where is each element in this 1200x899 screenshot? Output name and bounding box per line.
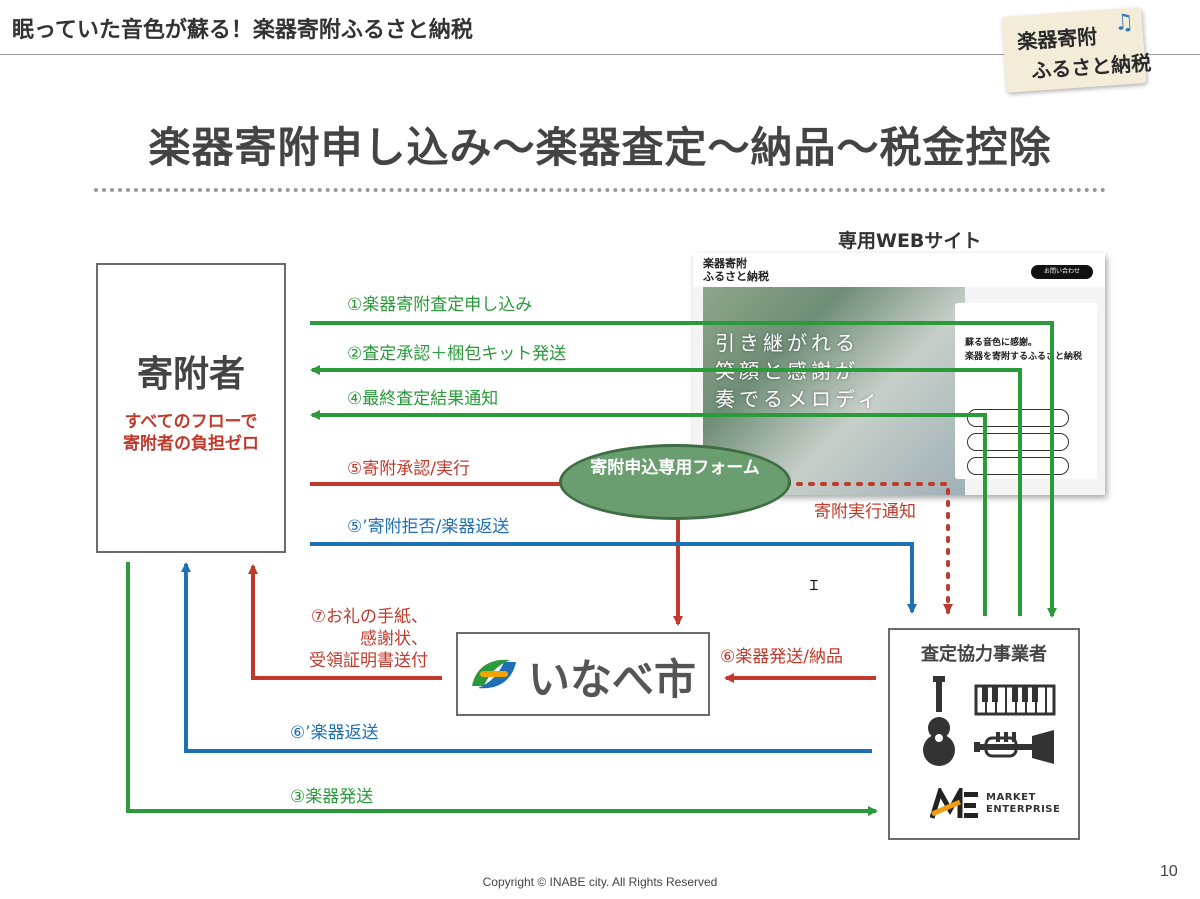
guitar-icon — [923, 676, 955, 766]
arrow-step1 — [310, 321, 1057, 618]
label-notice: 寄附実行通知 — [814, 502, 916, 522]
arrow-step4 — [310, 410, 987, 616]
label-step5-alt: ⑤’寄附拒否/楽器返送 — [347, 517, 510, 537]
website-nav: 楽器寄附 ふるさと納税 お問い合わせ — [693, 253, 1105, 287]
website-logo-line1: 楽器寄附 — [703, 257, 747, 270]
label-step7-line2: 感謝状、 — [360, 629, 428, 649]
vendor-brand-line1: MARKET — [986, 792, 1036, 803]
arrow-step6-alt — [181, 562, 872, 753]
donor-box — [96, 263, 286, 553]
donor-note-line1: すべてのフローで — [124, 412, 258, 432]
label-step7-line1: ⑦お礼の手紙、 — [310, 607, 428, 627]
website-logo: 楽器寄附 ふるさと納税 — [703, 257, 769, 283]
website-label: 専用WEBサイト — [838, 230, 982, 252]
vendor-brand-line2: ENTERPRISE — [986, 804, 1061, 815]
label-step6: ⑥楽器発送/納品 — [720, 647, 843, 667]
donor-note-line2: 寄附者の負担ゼロ — [123, 434, 259, 454]
donor-label: 寄附者 — [136, 354, 245, 395]
keyboard-icon — [974, 684, 1056, 716]
website-panel-line2: 楽器を寄附するふるさと納税 — [965, 352, 1083, 362]
website-logo-line2: ふるさと納税 — [703, 270, 769, 283]
form-label: 寄附申込専用フォーム — [590, 458, 760, 478]
label-step1: ①楽器寄附査定申し込み — [347, 295, 533, 315]
copyright: Copyright © INABE city. All Rights Reser… — [482, 875, 718, 889]
trumpet-icon — [974, 730, 1054, 764]
vendor-title: 査定協力事業者 — [921, 644, 1047, 665]
page-number: 10 — [1160, 863, 1178, 880]
label-step5: ⑤寄附承認/実行 — [347, 459, 470, 479]
slide-title: 楽器寄附申し込み～楽器査定～納品～税金控除 — [148, 123, 1052, 172]
market-enterprise-logo-icon — [930, 788, 978, 819]
label-step6-alt: ⑥’楽器返送 — [290, 723, 379, 743]
label-step2: ②査定承認＋梱包キット発送 — [347, 344, 567, 364]
label-step7: ⑦お礼の手紙、 感謝状、 受領証明書送付 — [268, 606, 428, 672]
vendor-instruments — [923, 676, 1056, 766]
arrow-step7 — [248, 564, 442, 680]
header-divider — [0, 54, 1200, 55]
website-copy-line1: 引き継がれる — [715, 331, 859, 355]
label-step7-line3: 受領証明書送付 — [309, 651, 428, 671]
website-contact-button: お問い合わせ — [1031, 265, 1093, 279]
dotted-divider — [94, 188, 1106, 192]
label-step4: ④最終査定結果通知 — [347, 389, 499, 409]
donor-note: すべてのフローで 寄附者の負担ゼロ — [96, 411, 286, 455]
website-panel-line1: 蘇る音色に感謝。 — [965, 338, 1038, 348]
arrow-step2 — [310, 365, 1022, 616]
city-logo-icon — [472, 659, 516, 689]
arrow-step3 — [126, 562, 878, 816]
city-name: いなべ市 — [528, 655, 697, 704]
label-step3: ③楽器発送 — [290, 787, 374, 807]
form-ellipse — [559, 444, 791, 520]
arrow-step5-alt — [310, 542, 917, 614]
text-cursor-icon: Ɪ — [810, 578, 818, 594]
website-copy-line3: 奏でるメロディ — [715, 387, 882, 411]
header-title: 眠っていた音色が蘇る！楽器寄附ふるさと納税 — [12, 18, 473, 43]
